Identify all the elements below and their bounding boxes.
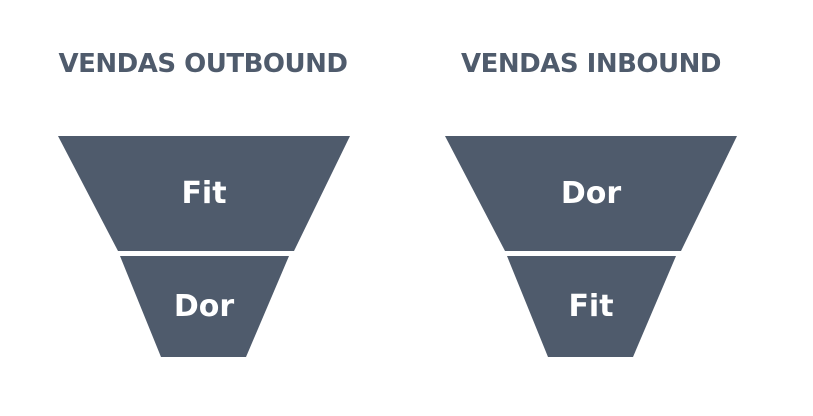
inbound-funnel: Dor Fit xyxy=(445,136,737,357)
outbound-funnel: Fit Dor xyxy=(58,136,350,357)
outbound-stage-2-label: Dor xyxy=(174,289,235,324)
inbound-stage-2-label: Fit xyxy=(568,289,613,324)
outbound-funnel-top-segment xyxy=(58,136,350,251)
outbound-funnel-bottom-segment xyxy=(120,256,289,357)
inbound-funnel-title: VENDAS INBOUND xyxy=(461,49,721,79)
inbound-funnel-bottom-segment xyxy=(507,256,676,357)
outbound-stage-1-label: Fit xyxy=(181,176,226,211)
inbound-stage-1-label: Dor xyxy=(561,176,622,211)
outbound-funnel-title: VENDAS OUTBOUND xyxy=(58,49,348,79)
inbound-funnel-top-segment xyxy=(445,136,737,251)
